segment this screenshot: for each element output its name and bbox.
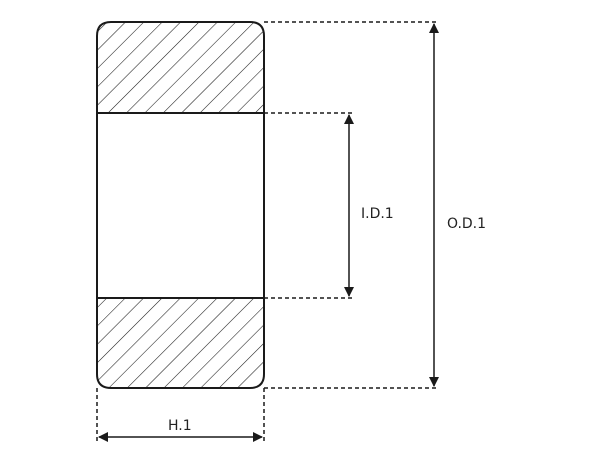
bearing-outline (96, 21, 265, 389)
inner-diameter-dimension: I.D.1 (344, 114, 394, 297)
height-label: H.1 (168, 418, 192, 434)
outer-diameter-label: O.D.1 (447, 216, 486, 232)
bearing-bottom-section (97, 298, 264, 388)
bearing-top-section (97, 22, 264, 113)
outer-diameter-dimension: O.D.1 (429, 23, 486, 387)
extension-lines (96, 21, 438, 442)
inner-diameter-label: I.D.1 (361, 206, 394, 222)
height-dimension: H.1 (98, 418, 263, 442)
